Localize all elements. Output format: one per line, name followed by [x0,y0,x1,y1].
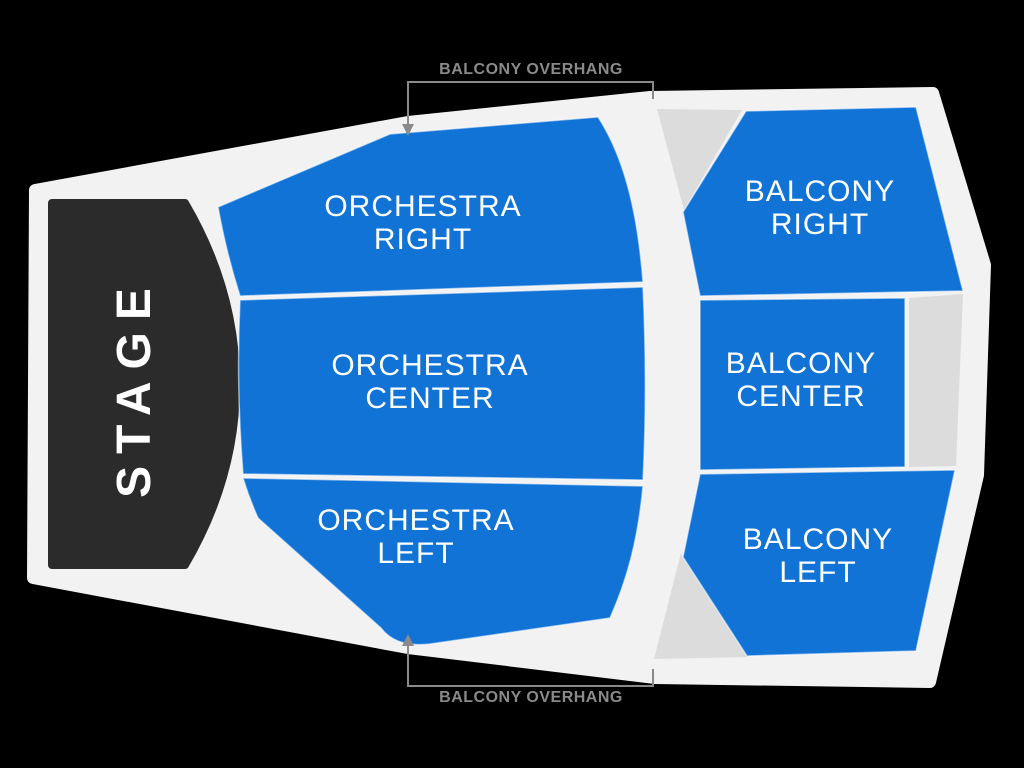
balcony-overhang-bottom-arrow-icon [402,634,414,646]
balcony-overhang-top-bracket [407,81,654,128]
no-seating-strip-right [909,294,963,467]
balcony-overhang-annotation-top: BALCONY OVERHANG [402,61,654,136]
stage [48,199,240,569]
balcony-overhang-annotation-bottom: BALCONY OVERHANG [402,634,654,706]
section-orchestra-center[interactable] [237,286,646,481]
balcony-overhang-top-arrow-icon [402,124,414,136]
balcony-overhang-top-label: BALCONY OVERHANG [439,61,623,78]
section-balcony-center[interactable] [699,297,906,471]
no-seating-wedge-top [657,109,742,210]
balcony-overhang-bottom-label: BALCONY OVERHANG [439,689,623,706]
section-orchestra-left[interactable] [242,477,644,646]
section-balcony-left[interactable] [682,469,956,657]
section-orchestra-right[interactable] [217,116,644,297]
section-balcony-right[interactable] [682,106,964,297]
balcony-overhang-bottom-bracket [407,642,654,687]
no-seating-wedge-bottom [654,553,748,659]
